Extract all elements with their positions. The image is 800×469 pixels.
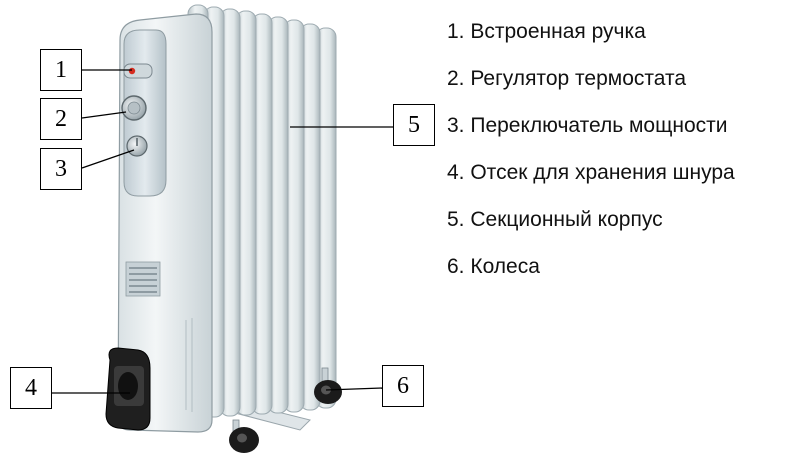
- vent: [125, 261, 161, 297]
- callout-6: 6: [382, 365, 424, 407]
- power-switch-knob: [126, 135, 148, 157]
- leader-line-3: [81, 149, 135, 169]
- legend-item-wheels: 6. Колеса: [447, 255, 540, 278]
- legend-item-handle: 1. Встроенная ручка: [447, 20, 646, 43]
- callout-2: 2: [40, 98, 82, 140]
- callout-5: 5: [393, 104, 435, 146]
- legend-item-sectional-body: 5. Секционный корпус: [447, 208, 663, 231]
- thermostat-knob: [121, 95, 147, 121]
- leader-lines: [52, 69, 393, 394]
- leader-line-6: [325, 387, 383, 391]
- callout-1: 1: [40, 49, 82, 91]
- handle: [123, 63, 153, 79]
- callout-4: 4: [10, 367, 52, 409]
- callout-3: 3: [40, 148, 82, 190]
- leader-line-2: [81, 111, 127, 119]
- cord-storage: [105, 347, 151, 431]
- legend-item-cord-storage: 4. Отсек для хранения шнура: [447, 161, 735, 184]
- wheel-front: [229, 419, 259, 453]
- legend-item-power-switch: 3. Переключатель мощности: [447, 114, 728, 137]
- legend-item-thermostat: 2. Регулятор термостата: [447, 67, 687, 90]
